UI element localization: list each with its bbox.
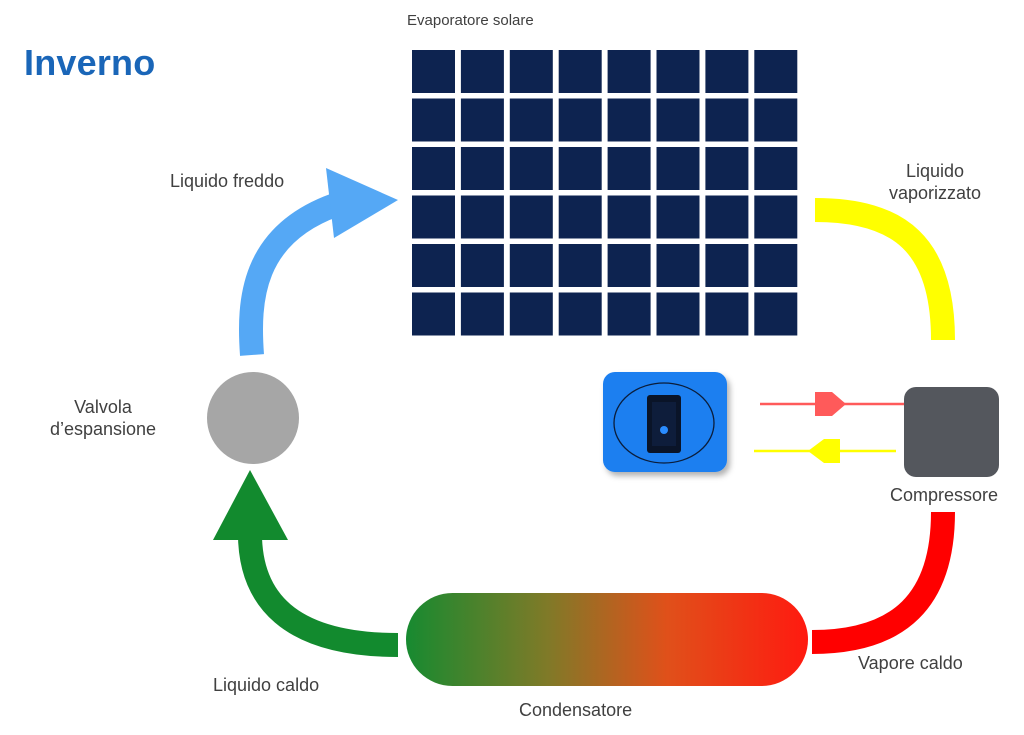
solar-cell: [656, 147, 700, 190]
solar-evaporator-panel: [412, 50, 798, 336]
solar-cell: [656, 195, 700, 239]
solar-cell: [754, 292, 798, 336]
hot-liquid-pipe: [237, 527, 399, 657]
expansion-valve-icon: [207, 372, 299, 464]
expansion-valve-label-line1: Valvola: [74, 397, 132, 417]
solar-cell: [412, 98, 455, 142]
hot-vapor-label: Vapore caldo: [858, 653, 963, 673]
solar-cell: [509, 195, 553, 239]
solar-cell: [754, 244, 798, 287]
condenser-label: Condensatore: [519, 700, 633, 720]
solar-cell: [607, 98, 651, 142]
solar-cell: [460, 147, 504, 190]
solar-cell: [705, 195, 749, 239]
solar-cell: [705, 244, 749, 287]
controller-display-icon: [613, 382, 715, 464]
solar-cell: [412, 244, 455, 287]
solar-cell: [460, 244, 504, 287]
vaporized-liquid-label-line2: vaporizzato: [888, 183, 982, 203]
solar-cell: [412, 292, 455, 336]
solar-cell: [656, 244, 700, 287]
solar-cell: [509, 244, 553, 287]
expansion-valve-label: Valvola d’espansione: [42, 396, 164, 440]
page-title: Inverno: [24, 42, 156, 83]
solar-cell: [754, 147, 798, 190]
solar-cell: [412, 50, 455, 93]
solar-cell: [705, 292, 749, 336]
solar-cell: [460, 98, 504, 142]
solar-cell: [754, 195, 798, 239]
solar-cell: [656, 98, 700, 142]
hot-vapor-pipe: [811, 511, 955, 654]
solar-cell: [558, 244, 602, 287]
cold-signal-arrowhead: [808, 439, 840, 463]
solar-cell: [607, 195, 651, 239]
cold-liquid-label: Liquido freddo: [170, 171, 285, 191]
solar-cell: [460, 292, 504, 336]
cold-liquid-pipe: [238, 193, 340, 356]
solar-cell: [705, 50, 749, 93]
solar-cell: [656, 292, 700, 336]
solar-cell: [558, 98, 602, 142]
solar-cell: [754, 50, 798, 93]
solar-cell: [509, 50, 553, 93]
cold-liquid-arrowhead: [326, 168, 398, 238]
solar-cell: [509, 147, 553, 190]
compressor-label: Compressore: [890, 485, 999, 505]
vaporized-liquid-label-line1: Liquido: [905, 161, 965, 181]
solar-cell: [607, 292, 651, 336]
solar-cell: [412, 195, 455, 239]
solar-cell: [558, 292, 602, 336]
vaporized-liquid-label: Liquido vaporizzato: [880, 160, 990, 204]
solar-cell: [558, 50, 602, 93]
solar-cell: [705, 147, 749, 190]
solar-cell: [558, 147, 602, 190]
solar-cell: [754, 98, 798, 142]
hot-liquid-label: Liquido caldo: [213, 675, 320, 695]
compressor-icon: [904, 387, 999, 477]
expansion-valve-label-line2: d’espansione: [49, 419, 157, 439]
solar-cell: [460, 50, 504, 93]
solar-cell: [607, 147, 651, 190]
solar-cell: [558, 195, 602, 239]
vaporized-liquid-pipe: [814, 198, 955, 341]
hot-signal-arrowhead: [815, 392, 846, 416]
evaporator-label: Evaporatore solare: [407, 12, 534, 29]
solar-cell: [656, 50, 700, 93]
solar-cell: [509, 98, 553, 142]
hot-liquid-arrowhead: [213, 470, 288, 540]
solar-cell: [412, 147, 455, 190]
solar-cell: [607, 50, 651, 93]
solar-cell: [607, 244, 651, 287]
solar-cell: [509, 292, 553, 336]
solar-cell: [705, 98, 749, 142]
condenser-icon: [406, 593, 808, 686]
solar-cell: [460, 195, 504, 239]
